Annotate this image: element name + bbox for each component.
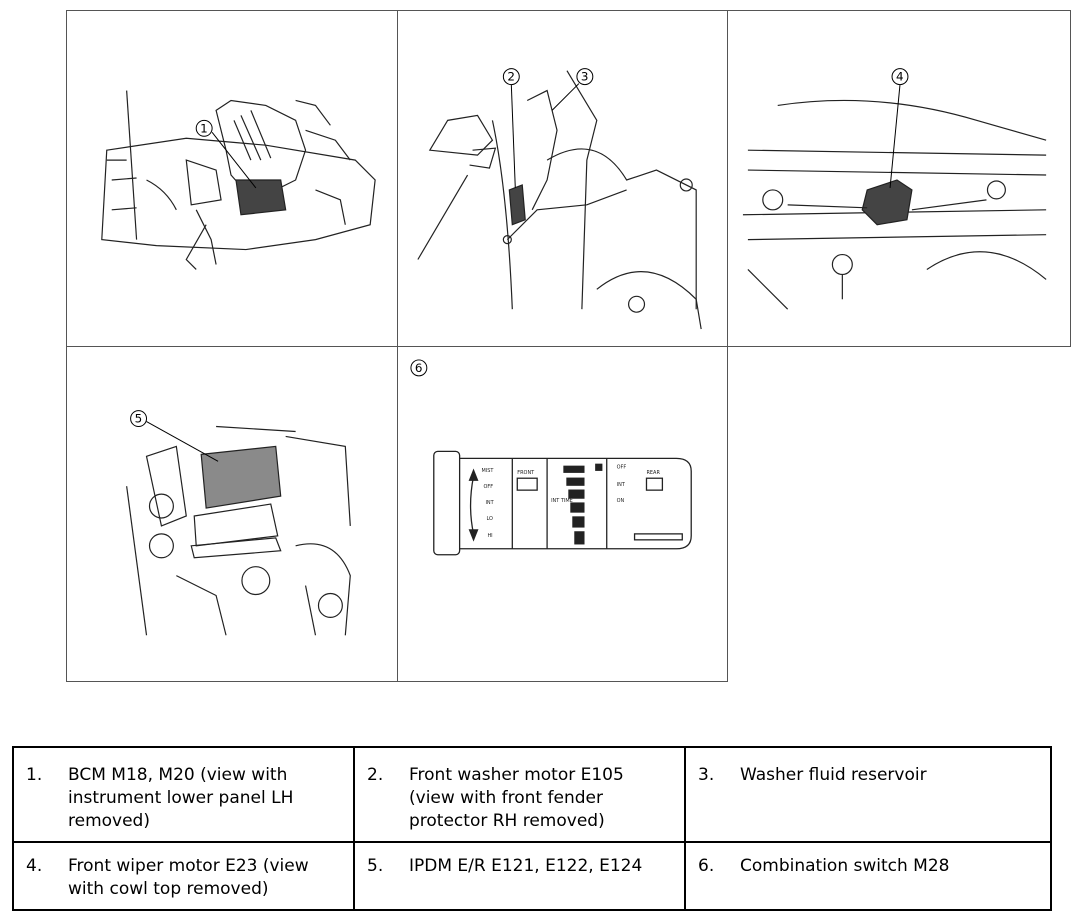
callout-3-label: 3 xyxy=(581,70,589,84)
legend-number: 3. xyxy=(698,765,715,785)
switch-label-mist: MIST xyxy=(481,468,494,474)
switch-label-hi: HI xyxy=(487,533,492,539)
callout-5: 5 xyxy=(130,410,219,462)
callout-3: 3 xyxy=(551,68,594,111)
ipdm-illustration: 5 xyxy=(126,410,351,636)
legend-number: 1. xyxy=(26,765,43,785)
legend-text: IPDM E/R E121, E122, E124 xyxy=(409,856,643,876)
switch-label-rear: REAR xyxy=(646,470,660,476)
switch-label-rear-off: OFF xyxy=(617,464,627,470)
bcm-illustration: 1 xyxy=(101,90,376,270)
switch-label-front: FRONT xyxy=(517,470,535,476)
switch-label-lo: LO xyxy=(486,516,493,522)
legend-text: BCM M18, M20 (view with instrument lower… xyxy=(68,765,294,831)
legend-number: 2. xyxy=(367,765,384,785)
switch-label-rear-int: INT xyxy=(617,482,626,488)
callout-1: 1 xyxy=(195,119,257,189)
panel-washer-motor: 2 3 xyxy=(397,10,728,347)
legend-item-5: 5. IPDM E/R E121, E122, E124 xyxy=(353,841,686,911)
legend-item-2: 2. Front washer motor E105 (view with fro… xyxy=(353,746,686,843)
panel-ipdm: 5 xyxy=(66,346,398,682)
callout-5-label: 5 xyxy=(135,412,143,426)
legend-item-4: 4. Front wiper motor E23 (view with cowl … xyxy=(12,841,355,911)
legend-item-3: 3. Washer fluid reservoir xyxy=(684,746,1052,843)
callout-2: 2 xyxy=(502,68,520,188)
switch-label-int: INT xyxy=(485,500,494,506)
legend-item-6: 6. Combination switch M28 xyxy=(684,841,1052,911)
callout-2-label: 2 xyxy=(507,70,515,84)
switch-label-off: OFF xyxy=(483,484,493,490)
callout-6: 6 xyxy=(410,359,428,377)
legend-text: Combination switch M28 xyxy=(740,856,950,876)
switch-label-rear-on: ON xyxy=(617,498,625,504)
callout-4: 4 xyxy=(889,68,909,188)
legend-number: 4. xyxy=(26,856,43,876)
switch-label-int-time: INT TIME xyxy=(551,498,573,504)
legend-text: Front washer motor E105 (view with front… xyxy=(409,765,624,831)
panel-wiper-motor: 4 xyxy=(727,10,1071,347)
legend-row: 1. BCM M18, M20 (view with instrument low… xyxy=(12,746,1052,843)
legend-number: 6. xyxy=(698,856,715,876)
callout-6-label: 6 xyxy=(415,361,423,375)
legend-text: Front wiper motor E23 (view with cowl to… xyxy=(68,856,309,899)
panel-combination-switch: MIST OFF INT LO HI FRONT INT TIME OFF IN… xyxy=(397,346,728,682)
panel-bcm: 1 xyxy=(66,10,398,347)
legend-number: 5. xyxy=(367,856,384,876)
legend-row: 4. Front wiper motor E23 (view with cowl … xyxy=(12,841,1052,911)
wiper-motor-illustration: 4 xyxy=(742,68,1047,310)
washer-motor-illustration: 2 3 xyxy=(417,68,702,330)
callout-1-label: 1 xyxy=(200,121,208,135)
legend-item-1: 1. BCM M18, M20 (view with instrument low… xyxy=(12,746,355,843)
legend-table: 1. BCM M18, M20 (view with instrument low… xyxy=(12,746,1052,911)
legend-text: Washer fluid reservoir xyxy=(740,765,927,785)
callout-4-label: 4 xyxy=(896,70,904,84)
combination-switch-illustration: MIST OFF INT LO HI FRONT INT TIME OFF IN… xyxy=(410,359,692,556)
